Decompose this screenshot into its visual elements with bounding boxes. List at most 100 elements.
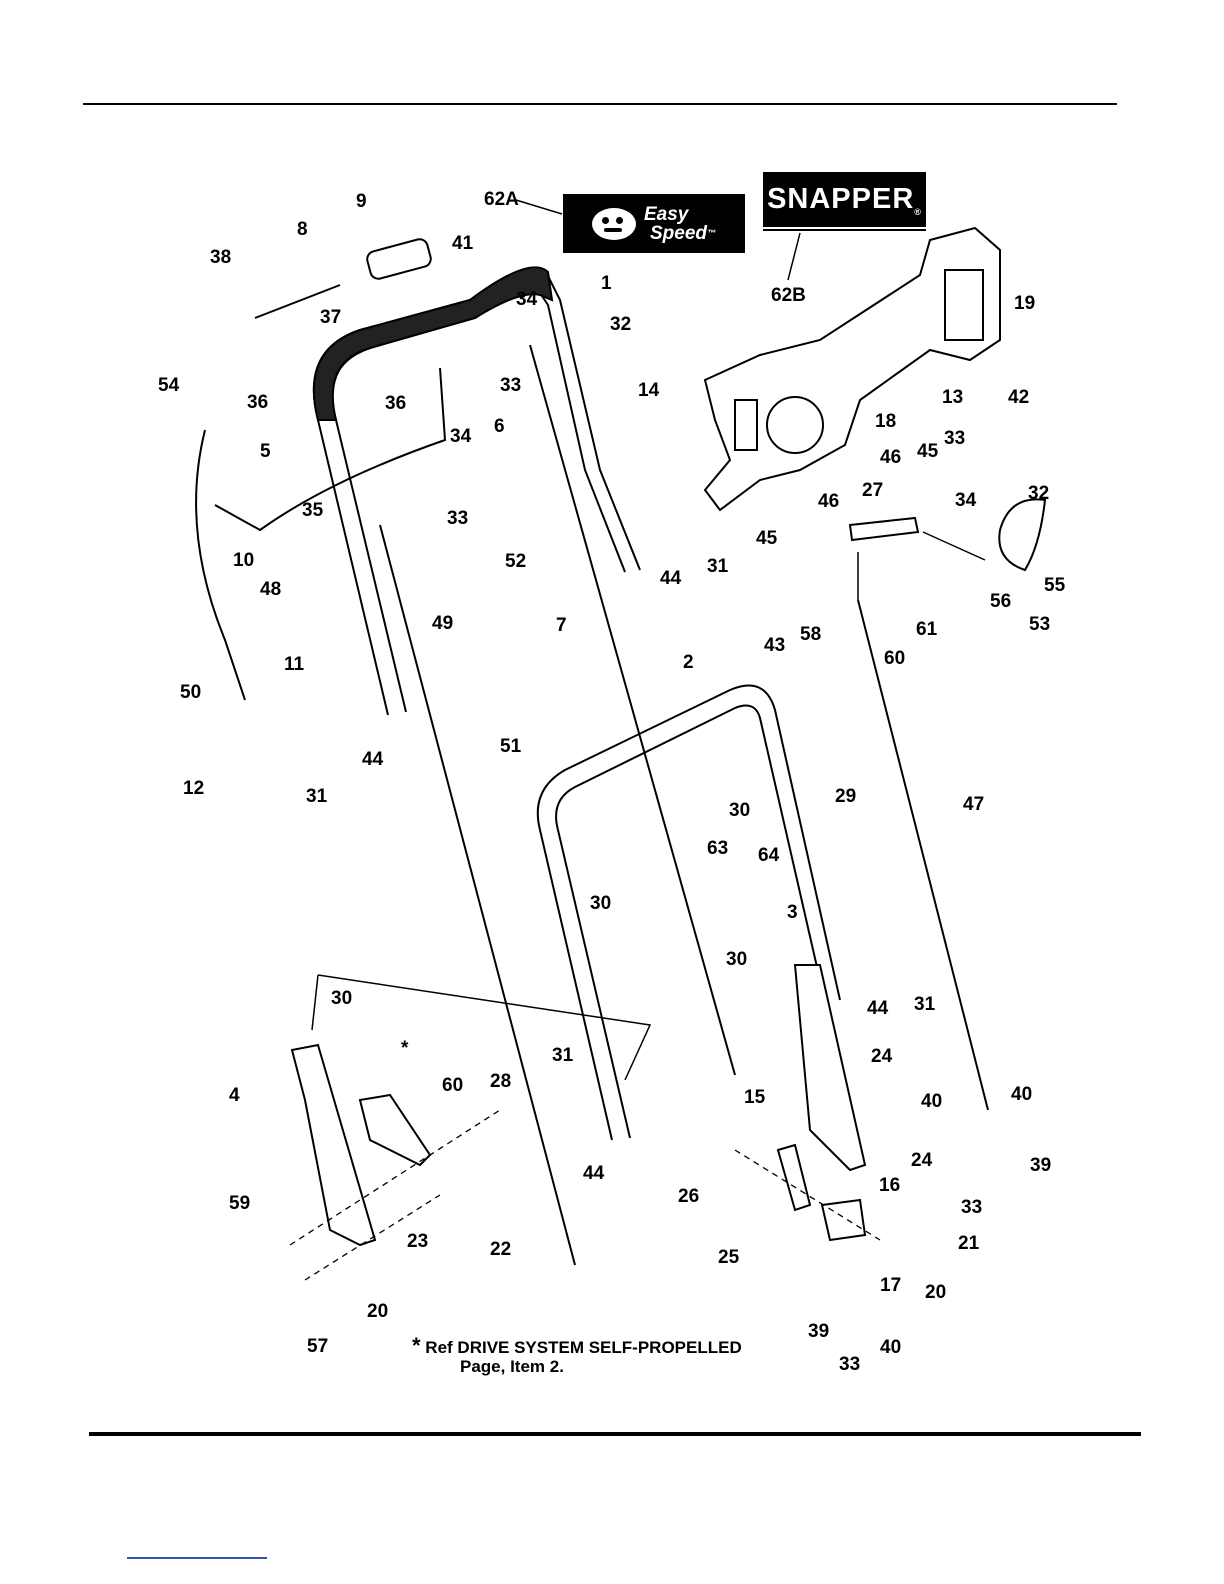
reference-note-line2: Page, Item 2. (460, 1357, 564, 1376)
callout-43: 43 (764, 635, 785, 656)
callout-31a: 31 (306, 786, 328, 807)
snapper-logo: SNAPPER® (763, 172, 926, 227)
assembly-line-2 (304, 1194, 441, 1281)
callout-33d: 33 (961, 1197, 982, 1218)
callout-20a: 20 (367, 1301, 388, 1322)
callout-11: 11 (284, 654, 305, 675)
callout-32a: 32 (610, 314, 631, 335)
callout-59: 59 (229, 1193, 250, 1214)
callout-34a: 34 (516, 289, 538, 310)
callout-22: 22 (490, 1239, 511, 1260)
pad-9 (366, 238, 432, 280)
callout-50: 50 (180, 682, 201, 703)
pointer-lines (311, 974, 652, 1081)
callout-46a: 46 (880, 447, 901, 468)
callout-9: 9 (356, 191, 367, 212)
lower-handle (536, 684, 841, 1141)
callout-30a: 30 (729, 800, 750, 821)
callout-23: 23 (407, 1231, 428, 1252)
callout-48: 48 (260, 579, 281, 600)
callout-52: 52 (505, 551, 526, 572)
callout-36b: 36 (385, 393, 406, 414)
callout-15: 15 (744, 1087, 766, 1108)
callout-33c: 33 (944, 428, 965, 449)
footer-link-underline[interactable] (127, 1557, 267, 1559)
callout-20b: 20 (925, 1282, 946, 1303)
callout-16: 16 (879, 1175, 900, 1196)
callout-40c: 40 (880, 1337, 901, 1358)
callout-64: 64 (758, 845, 780, 866)
easy-speed-logo: Easy Speed™ (563, 194, 745, 253)
callout-31b: 31 (707, 556, 729, 577)
callout-19: 19 (1014, 293, 1035, 314)
callout-40a: 40 (921, 1091, 942, 1112)
callout-33b: 33 (447, 508, 468, 529)
callout-61: 61 (916, 619, 938, 640)
callout-5: 5 (260, 441, 271, 462)
callout-55: 55 (1044, 575, 1066, 596)
callout-18: 18 (875, 411, 896, 432)
callout-51: 51 (500, 736, 522, 757)
callout-44b: 44 (660, 568, 682, 589)
bracket-27 (848, 516, 920, 542)
callout-56: 56 (990, 591, 1011, 612)
callout-13: 13 (942, 387, 963, 408)
callout-asterisk: * (401, 1038, 409, 1059)
assembly-line-1 (289, 1109, 501, 1246)
callout-30b: 30 (590, 893, 611, 914)
callout-26: 26 (678, 1186, 699, 1207)
note-line1: Ref DRIVE SYSTEM SELF-PROPELLED (425, 1338, 742, 1357)
cable-10 (195, 429, 246, 701)
callout-38: 38 (210, 247, 231, 268)
bail-5 (214, 367, 447, 532)
note-asterisk: * (412, 1333, 421, 1358)
callout-31d: 31 (552, 1045, 574, 1066)
upper-handle (312, 266, 641, 716)
bracket-asterisk (358, 1093, 432, 1167)
callout-47: 47 (963, 794, 984, 815)
callout-4: 4 (229, 1085, 240, 1106)
handle-assembly (703, 226, 1001, 512)
callout-49: 49 (432, 613, 453, 634)
callout-labels: 62A 62B 9 8 41 38 37 34 1 32 33 6 36 36 … (158, 189, 1066, 1375)
callout-2: 2 (683, 652, 694, 673)
callout-39a: 39 (1030, 1155, 1051, 1176)
callout-33e: 33 (839, 1354, 860, 1375)
grip-8 (254, 284, 341, 319)
easy-speed-line2: Speed (649, 222, 708, 244)
callout-34c: 34 (955, 490, 977, 511)
easy-speed-line1: Easy (643, 203, 689, 225)
callout-45b: 45 (756, 528, 778, 549)
easy-speed-tm: ™ (707, 227, 717, 238)
callout-7: 7 (556, 615, 567, 636)
callout-24b: 24 (911, 1150, 933, 1171)
callout-58: 58 (800, 624, 821, 645)
callout-62A: 62A (484, 189, 519, 210)
callout-44a: 44 (362, 749, 384, 770)
callout-37: 37 (320, 307, 341, 328)
easy-speed-mascot-icon (591, 207, 636, 240)
snapper-text: SNAPPER (767, 183, 915, 215)
callout-62B: 62B (771, 285, 806, 306)
callout-33a: 33 (500, 375, 521, 396)
callout-3: 3 (787, 902, 798, 923)
bracket-4 (290, 1043, 377, 1247)
callout-12: 12 (183, 778, 204, 799)
callout-39b: 39 (808, 1321, 829, 1342)
reference-note: * Ref DRIVE SYSTEM SELF-PROPELLED (412, 1333, 742, 1359)
plate-17 (820, 1198, 867, 1242)
callout-27: 27 (862, 480, 883, 501)
callout-24a: 24 (871, 1046, 893, 1067)
rod-47 (857, 599, 989, 1111)
callout-35: 35 (302, 500, 324, 521)
callout-25: 25 (718, 1247, 740, 1268)
callout-17: 17 (880, 1275, 901, 1296)
callout-45a: 45 (917, 441, 939, 462)
callout-60b: 60 (442, 1075, 463, 1096)
callout-8: 8 (297, 219, 308, 240)
callout-29: 29 (835, 786, 856, 807)
bracket-3 (793, 964, 867, 1172)
callout-60a: 60 (884, 648, 905, 669)
cover-53 (998, 498, 1047, 572)
